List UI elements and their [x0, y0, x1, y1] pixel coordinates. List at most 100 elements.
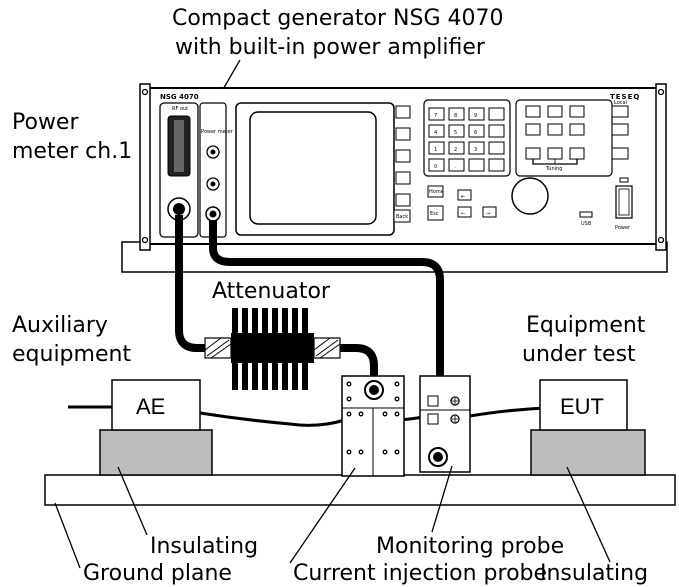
svg-text:1: 1: [434, 147, 437, 153]
ground-plane-leader: [54, 502, 81, 569]
svg-text:7: 7: [434, 113, 437, 119]
svg-text:2: 2: [454, 147, 457, 153]
nsg4070-generator: NSG 4070 TESEQ RF out Power meter Back: [121, 83, 668, 273]
back-button[interactable]: [393, 209, 411, 223]
key-5[interactable]: [448, 124, 465, 138]
rfo-button[interactable]: [525, 123, 541, 136]
key-9[interactable]: [468, 107, 485, 121]
model-label: NSG 4070: [160, 93, 199, 101]
svg-text:Home: Home: [429, 189, 444, 195]
aux-label-line1: Auxiliary: [12, 313, 108, 338]
current-probe-label: Current injection probe: [293, 561, 547, 586]
current-injection-probe: [341, 375, 405, 477]
power-meter-port-3[interactable]: [206, 145, 220, 159]
step-down-button[interactable]: [525, 147, 541, 160]
tuning-label: Tuning: [545, 166, 562, 172]
key-unit-1[interactable]: [488, 107, 505, 121]
rf-output-cable: [175, 215, 208, 352]
eut-box: [539, 379, 628, 431]
eut-label-line2: under test: [522, 342, 636, 367]
softkey-3[interactable]: [395, 149, 411, 163]
key-unit-3[interactable]: [488, 141, 505, 155]
ae-box-label: AE: [136, 394, 165, 419]
brand-logo: TESEQ: [610, 93, 640, 101]
ae-box: [111, 379, 201, 431]
eut-label-line1: Equipment: [526, 313, 646, 338]
display-screen: [249, 111, 377, 225]
rf-out-label: RF out: [172, 106, 188, 112]
svg-text:5: 5: [454, 130, 457, 136]
home-button[interactable]: [427, 185, 444, 198]
ae-eut-cable-right: [469, 406, 546, 418]
monitoring-probe-leader: [431, 465, 453, 533]
svg-text:6: 6: [474, 130, 477, 136]
svg-text:.: .: [455, 164, 457, 170]
key-dot[interactable]: [448, 158, 465, 172]
lvl-button[interactable]: [547, 105, 563, 118]
aux-label-line2: equipment: [12, 342, 131, 367]
rf-on-button[interactable]: [611, 147, 629, 160]
attenuator: [204, 308, 341, 390]
softkey-2[interactable]: [395, 127, 411, 141]
key-7[interactable]: [428, 107, 445, 121]
current-probe-leader: [289, 467, 356, 564]
local-button[interactable]: [611, 105, 629, 118]
svg-text:→: →: [486, 211, 490, 217]
key-6[interactable]: [468, 124, 485, 138]
softkey-1[interactable]: [395, 105, 411, 119]
power-meter-panel-label: Power meter: [201, 129, 234, 135]
arrow-up-button[interactable]: [457, 189, 472, 201]
mod-button[interactable]: [569, 105, 585, 118]
svg-text:8: 8: [454, 113, 457, 119]
insulating-support-left: [99, 429, 213, 476]
injection-cable: [340, 344, 378, 390]
step-up-button[interactable]: [569, 147, 585, 160]
softkey-5[interactable]: [395, 193, 411, 207]
svg-text:USB: USB: [581, 221, 592, 227]
func-button[interactable]: [569, 123, 585, 136]
insulating-left-leader: [117, 466, 148, 536]
svg-text:3: 3: [474, 147, 477, 153]
arrow-left-button[interactable]: [457, 206, 472, 218]
key-3[interactable]: [468, 141, 485, 155]
svg-text:Esc: Esc: [430, 211, 439, 217]
step-mid-button[interactable]: [547, 147, 563, 160]
local-label: Local: [614, 100, 627, 106]
tuning-knob[interactable]: [511, 177, 549, 215]
incl-button[interactable]: [547, 123, 563, 136]
key-4[interactable]: [428, 124, 445, 138]
softkey-4[interactable]: [395, 171, 411, 185]
insulating-support-right: [530, 429, 646, 476]
key-8[interactable]: [448, 107, 465, 121]
key-unit-2[interactable]: [488, 124, 505, 138]
insulating-right-label: Insulating: [540, 561, 648, 586]
svg-text:⇤: ⇤: [461, 194, 465, 200]
insulating-right-leader: [566, 466, 611, 563]
numeric-keypad: 7 8 9 4 5 6 1 2 3 0 .: [428, 107, 505, 172]
generator-label-line2: with built-in power amplifier: [175, 35, 486, 60]
svg-text:4: 4: [434, 130, 437, 136]
generator-base: [121, 241, 668, 273]
key-0[interactable]: [428, 158, 445, 172]
power-meter-port-2[interactable]: [206, 177, 220, 191]
svg-text:←: ←: [461, 211, 465, 217]
ground-plane: [44, 474, 676, 506]
esc-button[interactable]: [427, 205, 444, 221]
freq-button[interactable]: [525, 105, 541, 118]
key-1[interactable]: [428, 141, 445, 155]
monitoring-probe: [419, 375, 471, 473]
svg-text:9: 9: [474, 113, 477, 119]
arrow-right-button[interactable]: [482, 206, 497, 218]
key-sign[interactable]: [468, 158, 485, 172]
attenuator-label: Attenuator: [212, 279, 331, 304]
key-enter[interactable]: [488, 158, 505, 172]
svg-text:Back: Back: [396, 214, 408, 220]
monitoring-cable: [209, 220, 444, 460]
ground-plane-label: Ground plane: [83, 561, 232, 586]
usb-port[interactable]: [579, 211, 593, 218]
ae-eut-cable-left: [199, 411, 346, 427]
key-2[interactable]: [448, 141, 465, 155]
power-meter-label-line1: Power: [12, 110, 79, 135]
help-button[interactable]: [611, 123, 629, 136]
